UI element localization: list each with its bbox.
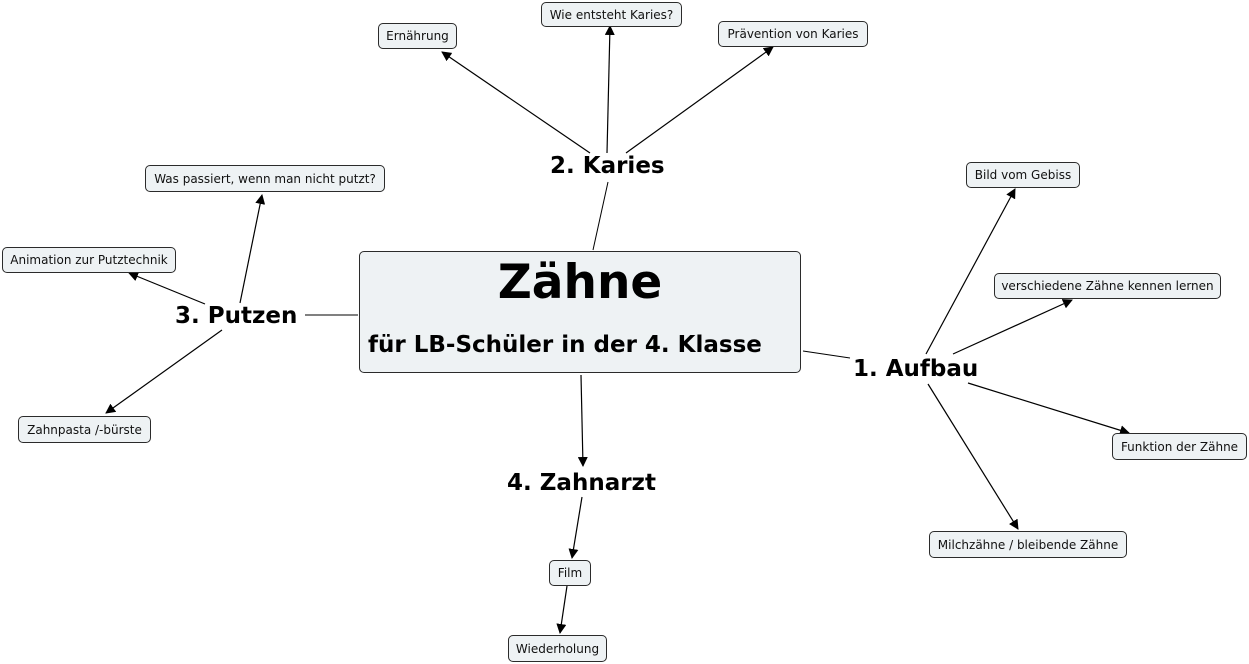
node-wie-entsteht-karies[interactable]: Wie entsteht Karies? <box>541 2 682 27</box>
edge-center-aufbau <box>802 350 851 359</box>
node-animation-putztechnik[interactable]: Animation zur Putztechnik <box>2 247 176 273</box>
branch-putzen[interactable]: 3. Putzen <box>175 303 298 329</box>
node-funktion-der-zaehne[interactable]: Funktion der Zähne <box>1112 433 1247 460</box>
edge-aufbau-milch <box>927 383 1019 530</box>
edge-putzen-was <box>239 194 266 304</box>
node-was-passiert[interactable]: Was passiert, wenn man nicht putzt? <box>145 165 385 192</box>
node-wiederholung[interactable]: Wiederholung <box>508 635 607 662</box>
central-topic-box[interactable]: Zähne für LB-Schüler in der 4. Klasse <box>359 251 801 373</box>
node-ernaehrung[interactable]: Ernährung <box>378 23 457 49</box>
edge-putzen-animation <box>128 271 206 305</box>
central-topic-title: Zähne <box>497 255 663 310</box>
node-film[interactable]: Film <box>549 560 591 586</box>
edge-aufbau-bild <box>925 188 1016 355</box>
node-praevention-von-karies[interactable]: Prävention von Karies <box>718 21 868 47</box>
edge-aufbau-funktion <box>967 382 1130 436</box>
edge-karies-praevention <box>625 46 774 154</box>
node-zahnpasta-buerste[interactable]: Zahnpasta /-bürste <box>18 416 151 443</box>
branch-karies[interactable]: 2. Karies <box>550 153 665 179</box>
edge-aufbau-verschiedene <box>952 299 1073 355</box>
node-verschiedene-zaehne[interactable]: verschiedene Zähne kennen lernen <box>994 273 1221 299</box>
edge-putzen-zahnpasta <box>105 329 223 414</box>
edge-film-wiederholung <box>556 585 568 634</box>
central-topic-subtitle: für LB-Schüler in der 4. Klasse <box>368 332 762 358</box>
edge-center-zahnarzt <box>577 374 588 467</box>
node-milchzaehne[interactable]: Milchzähne / bleibende Zähne <box>929 531 1127 558</box>
edge-zahnarzt-film <box>568 496 583 559</box>
branch-aufbau[interactable]: 1. Aufbau <box>853 356 979 382</box>
branch-zahnarzt[interactable]: 4. Zahnarzt <box>507 470 656 496</box>
edge-center-karies <box>592 181 609 251</box>
edge-karies-wie <box>604 25 615 154</box>
node-bild-vom-gebiss[interactable]: Bild vom Gebiss <box>966 162 1080 188</box>
edge-karies-ernaehrung <box>441 51 591 154</box>
